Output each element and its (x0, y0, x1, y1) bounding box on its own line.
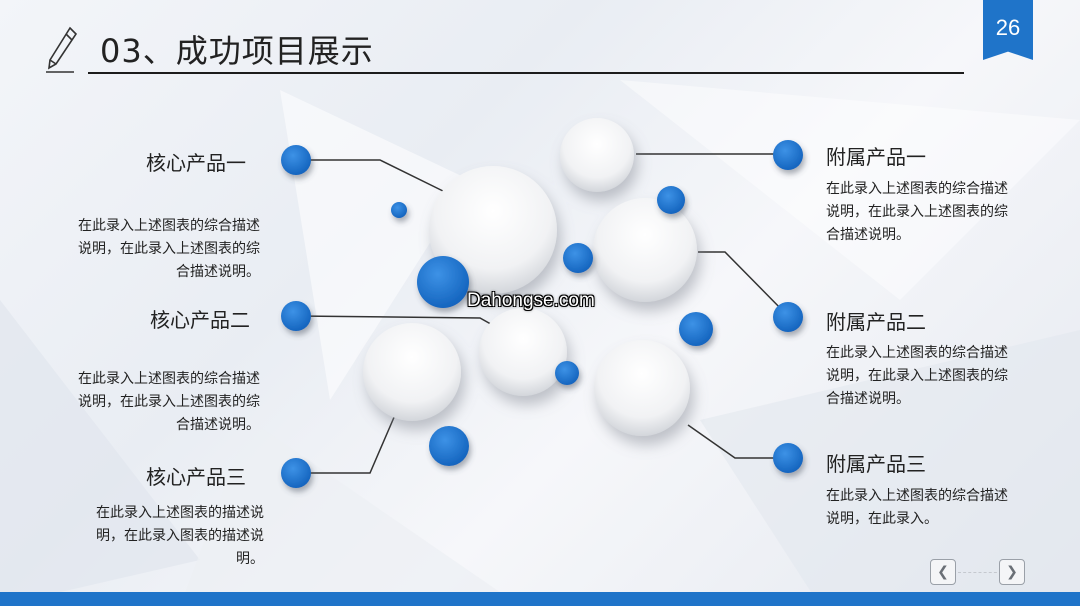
chevron-left-icon: ❮ (937, 564, 949, 580)
white-circle (429, 166, 557, 294)
title-divider (88, 72, 964, 74)
white-circle (594, 340, 690, 436)
chevron-right-icon: ❯ (1006, 564, 1018, 580)
right-item-description: 在此录入上述图表的综合描述说明，在此录入上述图表的综合描述说明。 (826, 345, 1008, 407)
right-item-label: 附属产品一 (826, 145, 926, 169)
left-item-description: 在此录入上述图表的描述说明，在此录入图表的描述说明。 (96, 505, 264, 567)
left-item-label: 核心产品一 (146, 151, 246, 175)
nav-divider (958, 572, 1002, 573)
blue-dot (555, 361, 579, 385)
left-item-description: 在此录入上述图表的综合描述说明，在此录入上述图表的综合描述说明。 (78, 371, 260, 433)
page-number-badge: 26 (983, 0, 1033, 60)
blue-dot (429, 426, 469, 466)
bottom-accent-bar (0, 592, 1080, 606)
blue-dots (281, 140, 803, 488)
bullet-dot (773, 140, 803, 170)
page-title: 03、成功项目展示 (100, 32, 374, 70)
left-item-label: 核心产品三 (146, 465, 246, 489)
bullet-dot (773, 443, 803, 473)
right-item-description: 在此录入上述图表的综合描述说明，在此录入。 (826, 488, 1008, 527)
right-item-label: 附属产品三 (826, 452, 926, 476)
white-circle (363, 323, 461, 421)
blue-dot (657, 186, 685, 214)
white-circles (363, 118, 697, 436)
left-item-label: 核心产品二 (150, 308, 250, 332)
blue-dot (563, 243, 593, 273)
left-item-description: 在此录入上述图表的综合描述说明，在此录入上述图表的综合描述说明。 (78, 218, 260, 280)
blue-dot (391, 202, 407, 218)
white-circle (593, 198, 697, 302)
right-item-description: 在此录入上述图表的综合描述说明，在此录入上述图表的综合描述说明。 (826, 181, 1008, 243)
prev-slide-button[interactable]: ❮ (930, 559, 956, 585)
blue-dot (417, 256, 469, 308)
bullet-dot (281, 145, 311, 175)
bullet-dot (773, 302, 803, 332)
watermark: Dahongse.com (467, 290, 595, 311)
blue-dot (679, 312, 713, 346)
bullet-dot (281, 301, 311, 331)
white-circle (479, 308, 567, 396)
pencil-icon (46, 26, 78, 73)
bullet-dot (281, 458, 311, 488)
white-circle (560, 118, 634, 192)
right-item-label: 附属产品二 (826, 310, 926, 334)
next-slide-button[interactable]: ❯ (999, 559, 1025, 585)
